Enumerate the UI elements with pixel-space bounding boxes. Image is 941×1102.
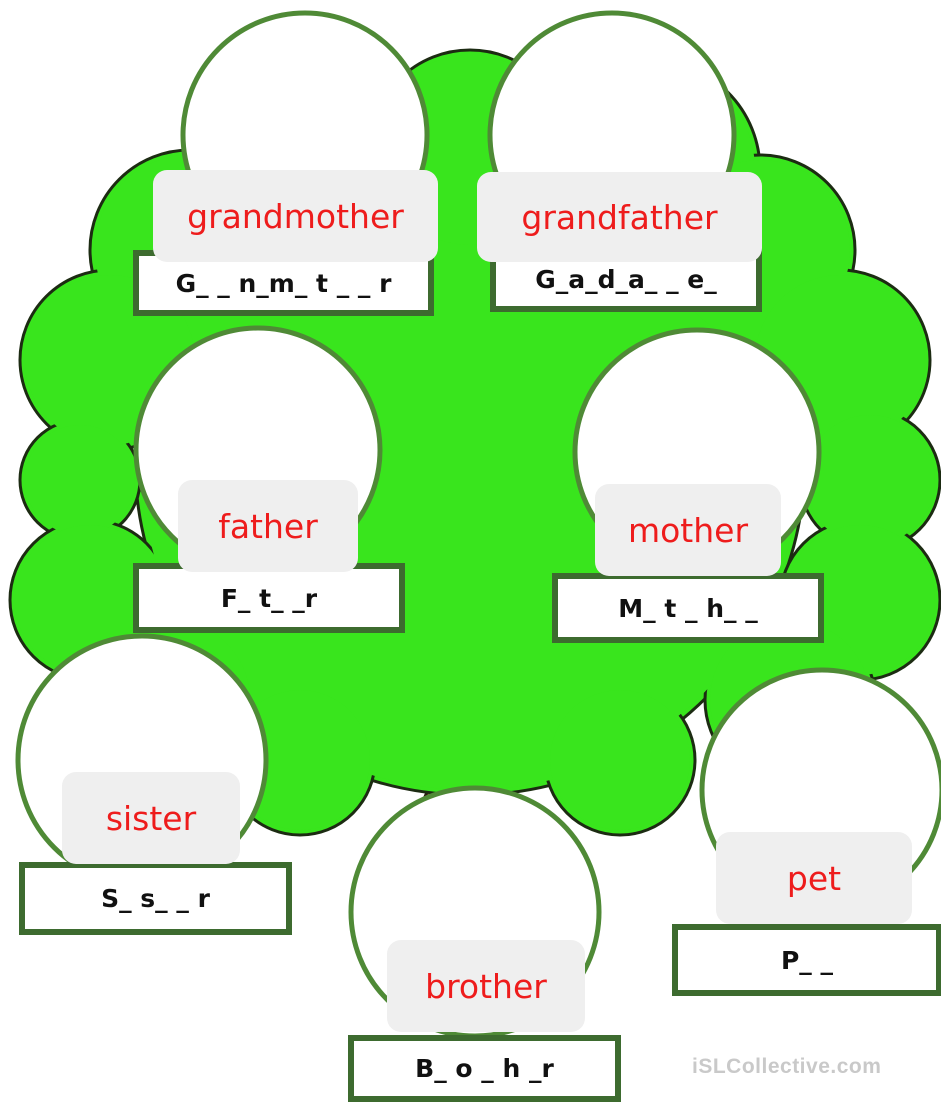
answer-text: grandfather (521, 197, 718, 237)
answer-text: sister (105, 798, 197, 838)
corner-glare (0, 0, 190, 125)
answer-grandmother: grandmother (153, 170, 438, 262)
answer-text: father (218, 506, 318, 546)
answer-father: father (178, 480, 358, 572)
puzzle-text: S_ s_ _ r (101, 884, 210, 913)
answer-text: pet (786, 858, 842, 898)
answer-pet: pet (716, 832, 912, 924)
puzzle-text: B_ o _ h _r (415, 1054, 554, 1083)
puzzle-text: P_ _ (780, 945, 834, 975)
name-card-mother: M_ t _ h_ _ (552, 573, 824, 643)
puzzle-text: M_ t _ h_ _ (618, 593, 758, 623)
puzzle-text: F_ t_ _r (220, 583, 318, 613)
answer-mother: mother (595, 484, 781, 576)
name-card-sister: S_ s_ _ r (19, 862, 292, 935)
answer-brother: brother (387, 940, 585, 1032)
answer-text: brother (425, 966, 547, 1006)
answer-text: mother (627, 510, 749, 550)
name-card-father: F_ t_ _r (133, 563, 405, 633)
watermark: iSLCollective.com (692, 1055, 882, 1078)
puzzle-text: G_a_d_a_ _ e_ (535, 264, 717, 294)
answer-text: grandmother (187, 196, 404, 236)
answer-sister: sister (62, 772, 240, 864)
name-card-brother: B_ o _ h _r (348, 1035, 621, 1102)
answer-grandfather: grandfather (477, 172, 762, 262)
name-card-pet: P_ _ (672, 924, 941, 996)
puzzle-text: G_ _ n_m_ t _ _ r (175, 268, 392, 298)
